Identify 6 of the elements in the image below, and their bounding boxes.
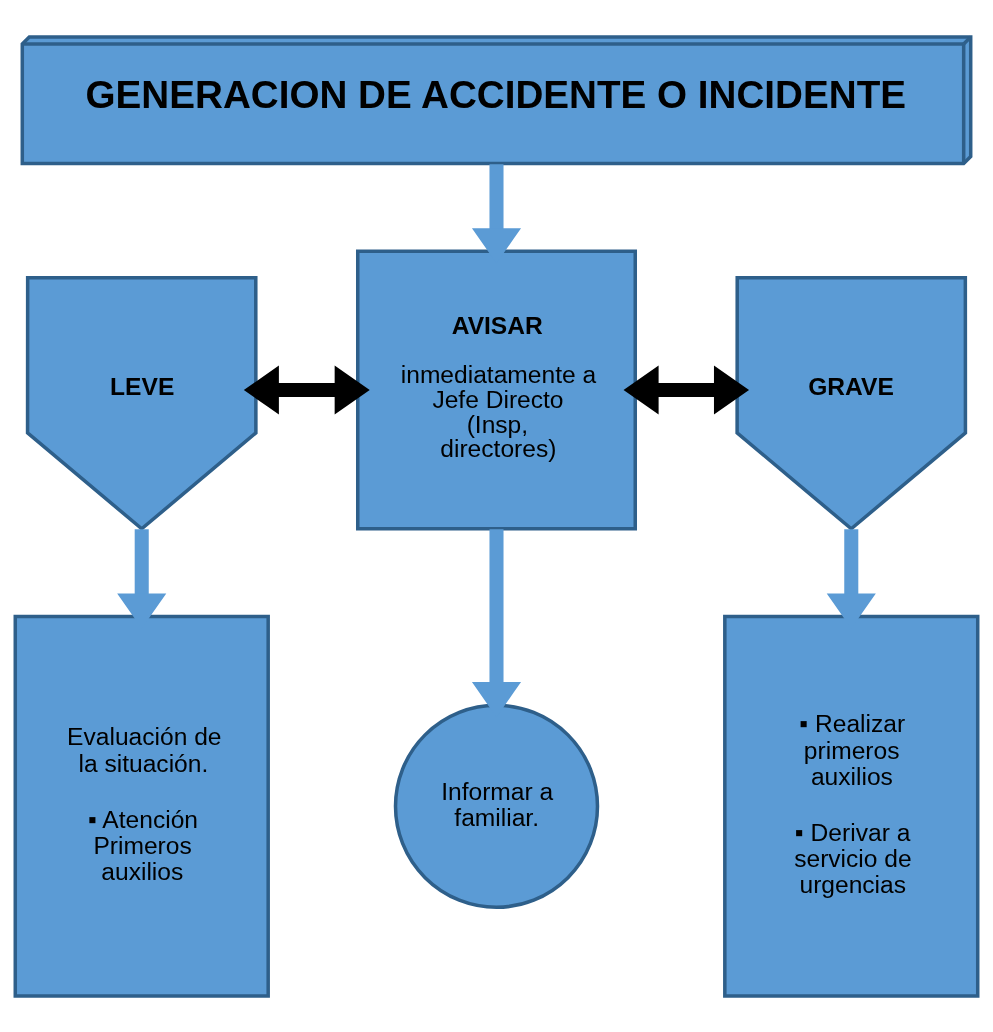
arrow: [243, 365, 370, 415]
node-box: AVISAR inmediatamente a Jefe Directo (Insp, directores): [356, 249, 637, 531]
arrow: [623, 365, 750, 415]
node-circle: Informar a familiar.: [393, 703, 600, 909]
node-box: Evaluación de la situación. ▪ Atención Primeros auxilios: [13, 614, 270, 998]
node-box: ▪ Realizar primeros auxilios ▪ Derivar a servicio de urgencias: [723, 614, 980, 998]
